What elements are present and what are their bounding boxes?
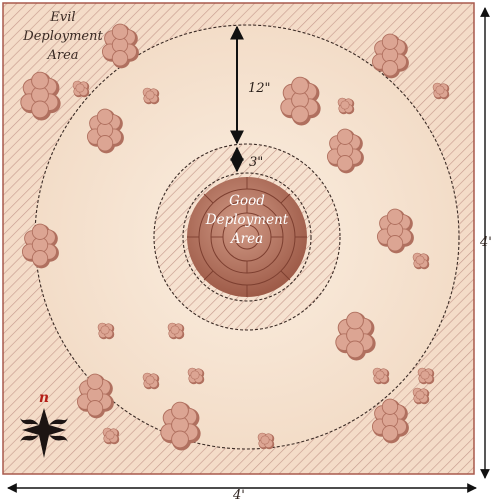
tree-cluster-icon [142, 372, 160, 390]
tree-cluster-icon [371, 33, 409, 79]
board-border [2, 2, 475, 475]
tree-cluster-icon [412, 252, 430, 270]
tree-cluster-icon [76, 373, 114, 419]
tree-cluster-icon [72, 80, 90, 98]
tree-cluster-icon [101, 23, 139, 69]
tree-cluster-icon [326, 128, 364, 174]
tree-cluster-icon [167, 322, 185, 340]
tree-cluster-icon [160, 401, 201, 451]
tree-cluster-icon [102, 427, 120, 445]
good-label-line: Area [229, 231, 263, 247]
tree-cluster-icon [257, 432, 275, 450]
tree-cluster-icon [142, 87, 160, 105]
evil-label-line: Evil [49, 10, 75, 25]
evil-label-line: Deployment [22, 29, 103, 44]
distance-markers [7, 7, 490, 493]
tree-cluster-icon [187, 367, 205, 385]
tree-cluster-icon [412, 387, 430, 405]
compass-north-letter: n [39, 390, 49, 406]
tree-cluster-icon [417, 367, 435, 385]
tree-cluster-icon [337, 97, 355, 115]
tree-cluster-icon [335, 311, 376, 361]
tree-cluster-icon [280, 76, 321, 126]
evil-label-line: Area [46, 48, 78, 63]
inner-boundary-line [153, 143, 341, 331]
tree-cluster-icon [20, 71, 61, 121]
good-label-line: Good [229, 193, 265, 209]
good-boundary-line [182, 172, 312, 302]
tree-cluster-icon [97, 322, 115, 340]
inner-distance-label: 3" [249, 155, 263, 170]
tree-cluster-icon [372, 367, 390, 385]
tree-cluster-icon [376, 208, 414, 254]
tree-cluster-icon [432, 82, 450, 100]
tree-cluster-icon [86, 108, 124, 154]
tree-cluster-icon [21, 223, 59, 269]
circular-stone-platform-icon [187, 177, 307, 297]
trees-layer [20, 23, 450, 451]
tree-cluster-icon [371, 398, 409, 444]
outer-distance-label: 12" [248, 81, 271, 96]
side-width-label: 4' [232, 488, 245, 500]
good-deployment-label: Good Deployment Area [205, 193, 289, 247]
compass-rose-icon: n [20, 390, 68, 458]
good-label-line: Deployment [205, 212, 289, 228]
side-height-label: 4' [479, 235, 492, 250]
evil-deployment-label: Evil Deployment Area [22, 10, 103, 63]
